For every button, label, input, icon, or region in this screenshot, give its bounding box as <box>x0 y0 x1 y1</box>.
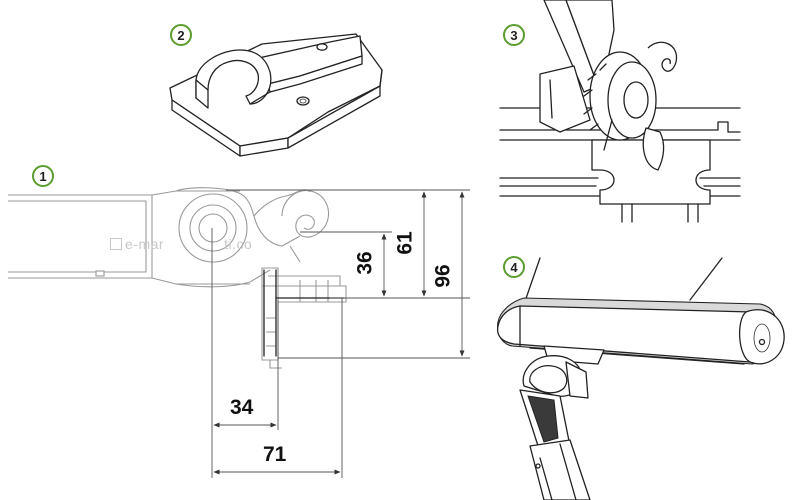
dimension-96: 96 <box>431 264 455 288</box>
panel-1-side-view <box>8 187 470 478</box>
watermark-text-tail: ti.co <box>224 236 253 252</box>
watermark-icon <box>110 238 122 250</box>
panel-4-cassette <box>496 257 785 500</box>
panel-3-detail <box>499 0 741 223</box>
dimension-71: 71 <box>263 443 287 466</box>
watermark-text: e-mar <box>125 236 165 252</box>
step-badge-4: 4 <box>503 256 525 278</box>
panel-2-mount-plate <box>169 33 383 157</box>
step-badge-2: 2 <box>170 24 192 46</box>
dimension-36: 36 <box>353 251 377 275</box>
step-badge-3: 3 <box>503 24 525 46</box>
dimension-61: 61 <box>393 231 417 255</box>
watermark: e-mar ti.co <box>110 236 252 252</box>
step-badge-1: 1 <box>32 165 54 187</box>
dimension-34: 34 <box>230 396 254 419</box>
